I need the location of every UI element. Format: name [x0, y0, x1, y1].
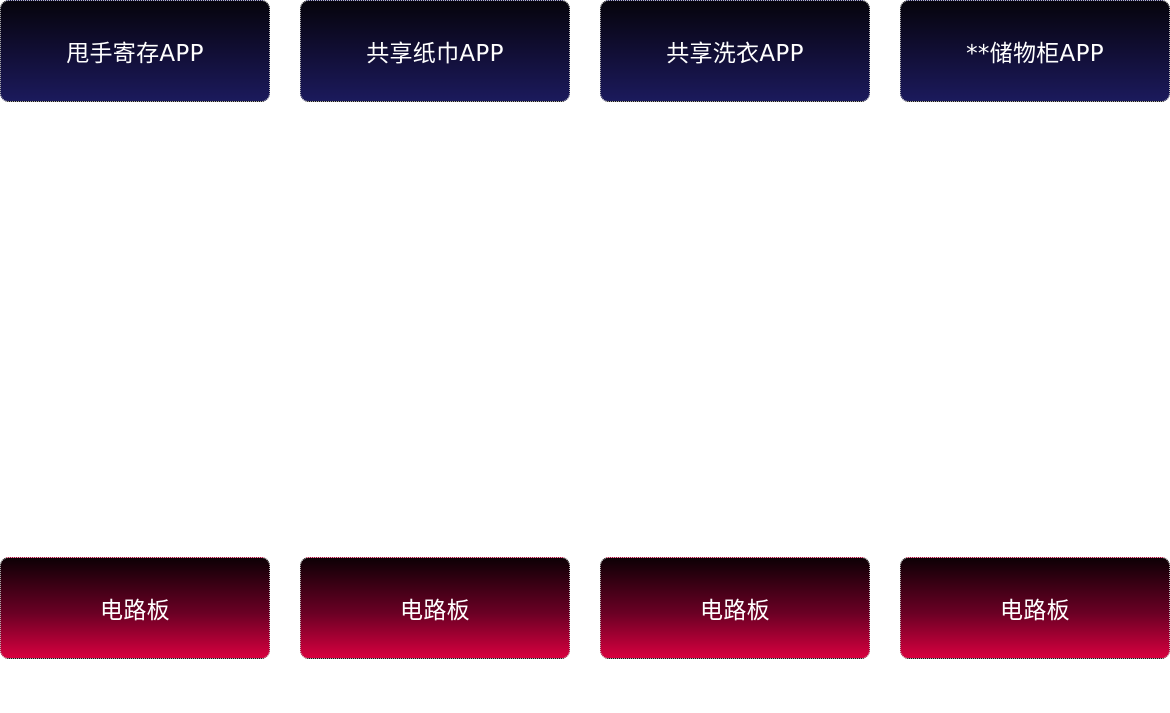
board-node-label: 电路板: [1000, 598, 1070, 624]
board-node-4[interactable]: 电路板: [900, 557, 1170, 659]
board-node-label: 电路板: [700, 598, 770, 624]
app-row: 甩手寄存APP 共享纸巾APP 共享洗衣APP **储物柜APP: [0, 0, 1170, 102]
app-node-shared-laundry[interactable]: 共享洗衣APP: [600, 0, 870, 102]
app-node-label: 甩手寄存APP: [66, 41, 204, 67]
board-node-2[interactable]: 电路板: [300, 557, 570, 659]
app-node-label: 共享洗衣APP: [666, 41, 804, 67]
board-node-label: 电路板: [400, 598, 470, 624]
app-node-locker[interactable]: **储物柜APP: [900, 0, 1170, 102]
app-node-label: 共享纸巾APP: [366, 41, 504, 67]
board-node-label: 电路板: [100, 598, 170, 624]
app-node-shared-tissue[interactable]: 共享纸巾APP: [300, 0, 570, 102]
board-node-1[interactable]: 电路板: [0, 557, 270, 659]
app-node-shuaishou-storage[interactable]: 甩手寄存APP: [0, 0, 270, 102]
app-node-label: **储物柜APP: [966, 41, 1104, 67]
board-row: 电路板 电路板 电路板 电路板: [0, 557, 1170, 659]
board-node-3[interactable]: 电路板: [600, 557, 870, 659]
